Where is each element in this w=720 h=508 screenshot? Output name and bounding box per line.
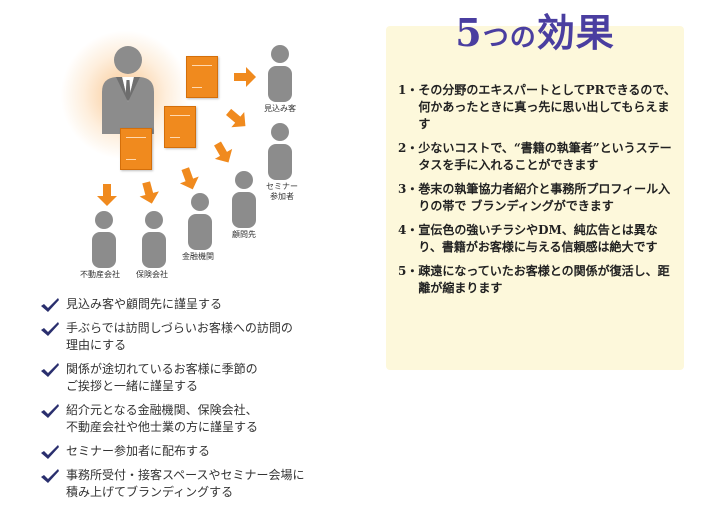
effect-text: 宣伝色の強いチラシやDM、純広告とは異なり、書籍がお客様に与える信頼感は絶大です (418, 223, 658, 254)
insurance-label: 保険会社 (136, 270, 168, 279)
checkmark-icon (41, 363, 59, 377)
seminar-person-icon (268, 123, 292, 180)
effect-number: 3・ (398, 182, 419, 196)
insurance-person-icon (142, 211, 166, 268)
effect-number: 4・ (398, 223, 419, 237)
checkmark-icon (41, 469, 59, 483)
title-particle: つの (482, 23, 537, 53)
arrow-down-icon (97, 184, 117, 206)
checklist-item: 関係が途切れているお客様に季節の ご挨拶と一緒に謹呈する (40, 361, 360, 395)
checklist-line1: セミナー参加者に配布する (66, 444, 211, 458)
arrow-diagonal-icon (139, 181, 159, 204)
checklist-item: セミナー参加者に配布する (40, 443, 360, 460)
checkmark-icon (41, 322, 59, 336)
advisor-person-icon (232, 171, 256, 228)
checklist-line1: 関係が途切れているお客様に季節の (66, 362, 258, 376)
title-number: 5 (455, 10, 483, 55)
checklist-line1: 見込み客や顧問先に謹呈する (66, 297, 223, 311)
seminar-label-line2: 参加者 (270, 192, 294, 201)
checklist-line2: ご挨拶と一緒に謹呈する (66, 379, 199, 393)
checklist-line2: 理由にする (66, 338, 127, 352)
book-icon (120, 128, 152, 170)
effect-item: 1・その分野のエキスパートとしてPRできるので、何かあったときに真っ先に思い出し… (398, 82, 678, 133)
usage-checklist: 見込み客や顧問先に謹呈する 手ぶらでは訪問しづらいお客様への訪問の 理由にする … (40, 296, 360, 508)
effect-number: 1・ (398, 83, 419, 97)
effects-title: 5つの効果 (386, 2, 684, 57)
effect-text: その分野のエキスパートとしてPRできるので、何かあったときに真っ先に思い出しても… (418, 83, 676, 131)
effects-panel (386, 26, 684, 370)
effect-item: 3・巻末の執筆協力者紹介と事務所プロフィール入りの帯で ブランディングができます (398, 181, 678, 215)
effect-item: 2・少ないコストで、“書籍の執筆者”というステータスを手に入れることができます (398, 140, 678, 174)
effect-text: 疎遠になっていたお客様との関係が復活し、距離が縮まります (418, 264, 670, 295)
advisor-label: 顧問先 (232, 230, 256, 239)
checklist-line1: 紹介元となる金融機関、保険会社、 (66, 403, 258, 417)
prospect-label: 見込み客 (264, 104, 296, 113)
effect-item: 5・疎遠になっていたお客様との関係が復活し、距離が縮まります (398, 263, 678, 297)
checklist-line2: 積み上げてブランディングする (66, 485, 234, 499)
checklist-line1: 手ぶらでは訪問しづらいお客様への訪問の (66, 321, 293, 335)
bank-person-icon (188, 193, 212, 250)
effect-text: 巻末の執筆協力者紹介と事務所プロフィール入りの帯で ブランディングができます (418, 182, 671, 213)
checkmark-icon (41, 445, 59, 459)
author-icon (102, 46, 154, 134)
checkmark-icon (41, 404, 59, 418)
effects-list: 1・その分野のエキスパートとしてPRできるので、何かあったときに真っ先に思い出し… (398, 82, 678, 304)
realestate-person-icon (92, 211, 116, 268)
checklist-item: 紹介元となる金融機関、保険会社、 不動産会社や他士業の方に謹呈する (40, 402, 360, 436)
checklist-item: 見込み客や顧問先に謹呈する (40, 296, 360, 313)
arrow-diagonal-icon (214, 141, 233, 163)
checklist-item: 手ぶらでは訪問しづらいお客様への訪問の 理由にする (40, 320, 360, 354)
arrow-diagonal-icon (179, 167, 199, 190)
prospect-person-icon (268, 45, 292, 102)
checklist-item: 事務所受付・接客スペースやセミナー会場に 積み上げてブランディングする (40, 467, 360, 501)
checkmark-icon (41, 298, 59, 312)
book-icon (186, 56, 218, 98)
realestate-label: 不動産会社 (80, 270, 120, 279)
arrow-right-icon (234, 67, 256, 87)
effect-item: 4・宣伝色の強いチラシやDM、純広告とは異なり、書籍がお客様に与える信頼感は絶大… (398, 222, 678, 256)
checklist-line2: 不動産会社や他士業の方に謹呈する (66, 420, 259, 434)
bank-label: 金融機関 (182, 252, 214, 261)
effect-number: 2・ (398, 141, 419, 155)
effect-text: 少ないコストで、“書籍の執筆者”というステータスを手に入れることができます (418, 141, 672, 172)
title-word: 効果 (536, 10, 615, 55)
seminar-label-line1: セミナー (266, 182, 298, 191)
checklist-line1: 事務所受付・接客スペースやセミナー会場に (66, 468, 305, 482)
distribution-diagram: 見込み客 セミナー 参加者 顧問先 金融機関 不動産会社 保険会社 (60, 30, 370, 280)
arrow-diagonal-icon (226, 108, 246, 128)
effect-number: 5・ (398, 264, 419, 278)
book-icon (164, 106, 196, 148)
